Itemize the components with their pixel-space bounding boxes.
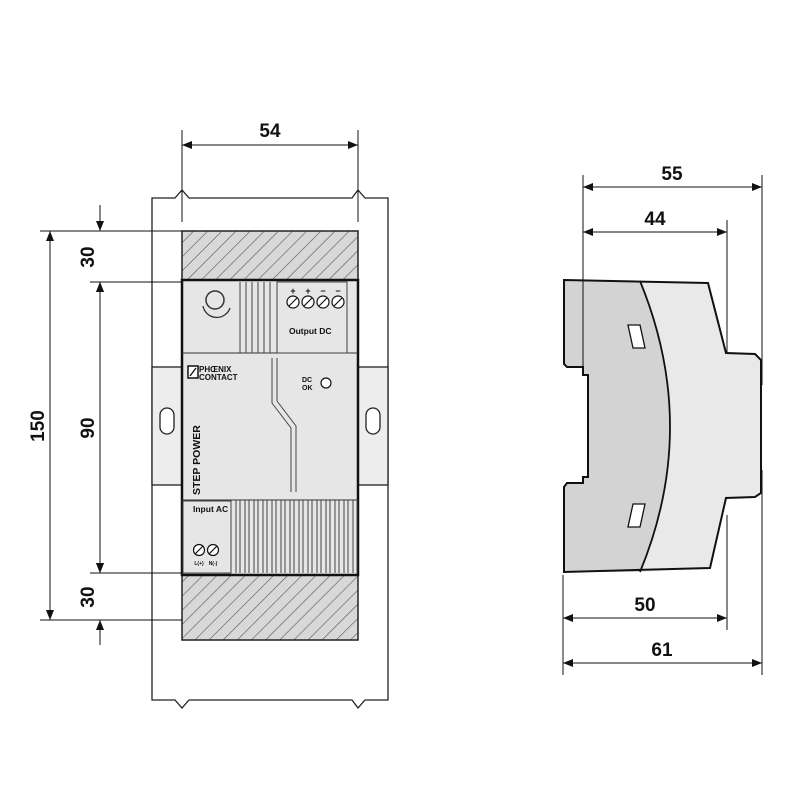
top-clearance-hatch (181, 230, 359, 283)
input-terminal-screw[interactable]: N(-) (206, 543, 220, 568)
svg-text:PHŒNIX: PHŒNIX (199, 365, 232, 374)
dim-44-label: 44 (644, 209, 666, 230)
input-terminal-screw[interactable]: L(+) (192, 543, 206, 568)
status-dc-label: DC (302, 377, 312, 384)
input-ac-label: Input AC (193, 504, 228, 514)
bottom-clearance-hatch (181, 572, 359, 641)
rail-slot-right (365, 407, 381, 435)
terminal-label: N(-) (209, 561, 218, 567)
output-terminal-screw[interactable]: + (301, 286, 315, 309)
step-power-label: STEP POWER (191, 425, 203, 495)
side-body-rear (564, 280, 670, 572)
rail-slot-left (159, 407, 175, 435)
side-view: 55 44 50 61 (562, 164, 763, 675)
dim-54-label: 54 (259, 121, 281, 142)
vertical-dimensions (40, 205, 182, 645)
potentiometer-dial[interactable] (205, 290, 225, 310)
dim-90-label: 90 (78, 417, 99, 438)
front-view: ++−− Output DC PHŒNIX CONTACT DC OK STEP… (28, 121, 389, 710)
dc-ok-led (320, 377, 332, 389)
side-slot-top (627, 324, 646, 349)
dim-61-label: 61 (651, 640, 673, 661)
dim-150-label: 150 (28, 410, 49, 442)
output-terminal-screw[interactable]: + (286, 286, 300, 309)
polarity-label: − (335, 286, 340, 296)
dim-50-label: 50 (634, 595, 655, 616)
output-dc-label: Output DC (289, 326, 332, 336)
phoenix-contact-logo: PHŒNIX CONTACT (187, 365, 238, 382)
polarity-label: − (320, 286, 325, 296)
side-slot-bottom (627, 503, 646, 528)
polarity-label: + (305, 286, 310, 296)
dim-30-top-label: 30 (78, 246, 99, 267)
status-ok-label: OK (302, 385, 313, 392)
svg-text:CONTACT: CONTACT (199, 373, 238, 382)
output-terminal-screw[interactable]: − (331, 286, 345, 309)
dim-30-bottom-label: 30 (78, 586, 99, 607)
terminal-label: L(+) (194, 561, 204, 567)
polarity-label: + (290, 286, 295, 296)
power-supply-front: ++−− Output DC PHŒNIX CONTACT DC OK STEP… (180, 278, 360, 577)
dimension-width-54 (181, 130, 359, 222)
dim-55-label: 55 (661, 164, 683, 185)
side-dimensions (562, 175, 763, 675)
output-terminal-screw[interactable]: − (316, 286, 330, 309)
